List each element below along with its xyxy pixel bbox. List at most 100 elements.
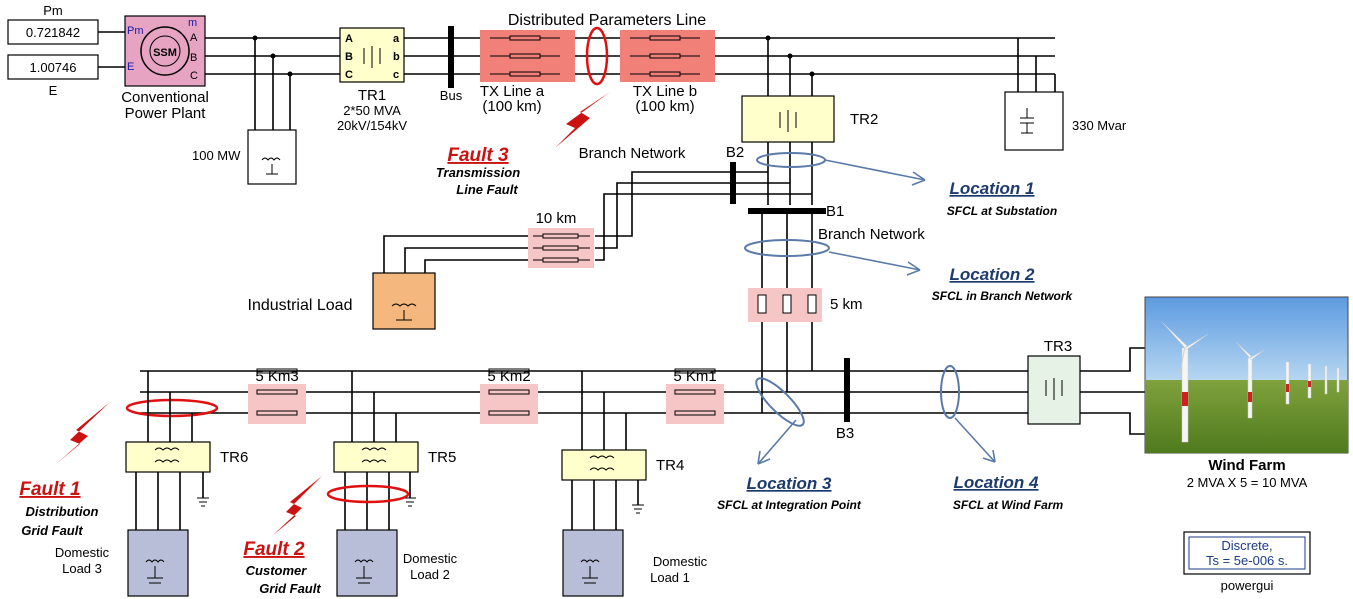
fault1-line2: Grid Fault — [21, 523, 83, 538]
tr1-port-a2: a — [393, 33, 400, 45]
loc1-arrow — [824, 159, 926, 181]
tx-b-label-1: TX Line b — [633, 83, 697, 100]
fault1-marker — [125, 398, 219, 418]
loc1-title: Location 1 — [949, 179, 1034, 198]
powergui-line1: Discrete, — [1221, 538, 1272, 553]
e-label: E — [49, 83, 58, 98]
b1-down-wires — [761, 214, 813, 290]
powergui-line2: Ts = 5e-006 s. — [1206, 553, 1288, 568]
tr5-ground-icon — [404, 497, 416, 507]
b1-label: B1 — [826, 203, 844, 220]
pm-label: Pm — [43, 3, 63, 18]
fault3-lightning-icon — [555, 92, 610, 148]
tr1-rating: 2*50 MVA — [343, 103, 401, 118]
powergui-label: powergui — [1221, 578, 1274, 593]
km1-label: 5 Km1 — [673, 368, 716, 385]
bus-bar[interactable] — [448, 26, 454, 88]
transformer-tr4[interactable] — [561, 449, 647, 481]
tr6-label: TR6 — [220, 449, 248, 466]
branch-industrial-wires — [595, 171, 730, 261]
domestic2-label-2: Load 2 — [410, 567, 450, 582]
tr4-load-wires — [571, 480, 639, 530]
fault2-line1: Customer — [246, 563, 308, 578]
loc3-desc: SFCL at Integration Point — [717, 498, 862, 512]
tx-b-label-2: (100 km) — [635, 98, 694, 115]
domestic3-label-2: Load 3 — [62, 561, 102, 576]
km2-label: 5 Km2 — [487, 368, 530, 385]
industrial-feed-wires — [383, 235, 528, 275]
tr1-port-b2: b — [393, 51, 400, 63]
wind-farm-rating: 2 MVA X 5 = 10 MVA — [1187, 475, 1308, 490]
loc3-arrowhead — [757, 450, 771, 465]
transformer-tr1[interactable]: A B C a b c — [339, 27, 405, 83]
tx-line-b[interactable] — [620, 30, 715, 82]
tr2-feeder — [767, 38, 813, 96]
line-10km-label: 10 km — [536, 210, 577, 227]
tx-a-label-1: TX Line a — [480, 83, 545, 100]
fault2-marker — [326, 484, 410, 504]
fault2-lightning-icon — [272, 476, 322, 536]
tr3-label: TR3 — [1044, 338, 1072, 355]
powergui-block[interactable]: Discrete, Ts = 5e-006 s. — [1183, 531, 1311, 575]
bus-b2[interactable] — [730, 162, 736, 204]
bus-b1[interactable] — [748, 208, 826, 214]
domestic-load-2[interactable] — [336, 529, 398, 597]
loc3-arrow — [757, 419, 797, 465]
loc4-arrowhead — [982, 449, 996, 463]
sfcl-location2 — [744, 239, 830, 257]
line-5km1[interactable] — [666, 368, 724, 424]
bus-b3[interactable] — [844, 358, 850, 422]
pm-constant-block[interactable]: 0.721842 — [7, 19, 99, 45]
branch-net-label-2: Branch Network — [818, 226, 925, 243]
e-constant-block[interactable]: 1.00746 — [7, 54, 99, 80]
line-5km3[interactable] — [248, 368, 306, 424]
port-m: m — [188, 17, 197, 29]
plant-load-block[interactable] — [247, 129, 297, 185]
tr1-port-c2: c — [393, 69, 399, 81]
tx-line-a[interactable] — [480, 30, 575, 82]
branch-net-label-1: Branch Network — [579, 145, 686, 162]
loc1-desc: SFCL at Substation — [947, 204, 1057, 218]
fault2-title: Fault 2 — [243, 539, 305, 560]
domestic-load-3[interactable] — [127, 529, 189, 597]
line-5km2[interactable] — [480, 368, 538, 424]
b2-tie-wires — [736, 171, 812, 195]
transformer-tr2[interactable] — [741, 95, 835, 143]
fault3-title: Fault 3 — [447, 145, 509, 166]
line-10km[interactable] — [528, 228, 594, 268]
tr5-label: TR5 — [428, 449, 456, 466]
tx-output-wires — [715, 37, 1055, 75]
source-caption-1: Conventional — [121, 89, 209, 106]
port-e: E — [127, 61, 134, 73]
e-value: 1.00746 — [30, 60, 77, 75]
line-5km[interactable] — [748, 288, 822, 322]
tr1-label: TR1 — [358, 87, 386, 104]
domestic-load-1[interactable] — [562, 529, 624, 597]
tr2-down-wires — [767, 142, 813, 205]
transformer-tr6[interactable] — [125, 441, 211, 473]
wind-farm-title: Wind Farm — [1208, 457, 1285, 474]
tr6-load-wires — [135, 472, 204, 530]
fault1-title: Fault 1 — [19, 479, 80, 500]
tr5-feeder — [351, 371, 397, 442]
loc2-desc: SFCL in Branch Network — [932, 289, 1074, 303]
loc4-title: Location 4 — [953, 473, 1039, 492]
fault3-line2: Line Fault — [456, 182, 518, 197]
km3-label: 5 Km3 — [255, 368, 298, 385]
transformer-tr3[interactable] — [1027, 355, 1081, 425]
capacitor-bank-block[interactable] — [1004, 91, 1064, 151]
fault3-marker — [585, 26, 609, 86]
loc2-title: Location 2 — [949, 265, 1035, 284]
tr1-bus-wires — [404, 37, 480, 75]
port-pm: Pm — [127, 25, 144, 37]
tr1-port-b: B — [345, 51, 353, 63]
transformer-tr5[interactable] — [333, 441, 419, 473]
tr2-label: TR2 — [850, 111, 878, 128]
loc4-arrow — [954, 417, 996, 463]
sfcl-location4 — [940, 365, 960, 419]
industrial-load-block[interactable] — [372, 272, 436, 330]
domestic3-label-1: Domestic — [55, 545, 110, 560]
source-caption-2: Power Plant — [125, 105, 207, 122]
port-b: B — [190, 52, 197, 64]
synchronous-machine-block[interactable]: SSM Pm E m A B C — [124, 15, 206, 87]
